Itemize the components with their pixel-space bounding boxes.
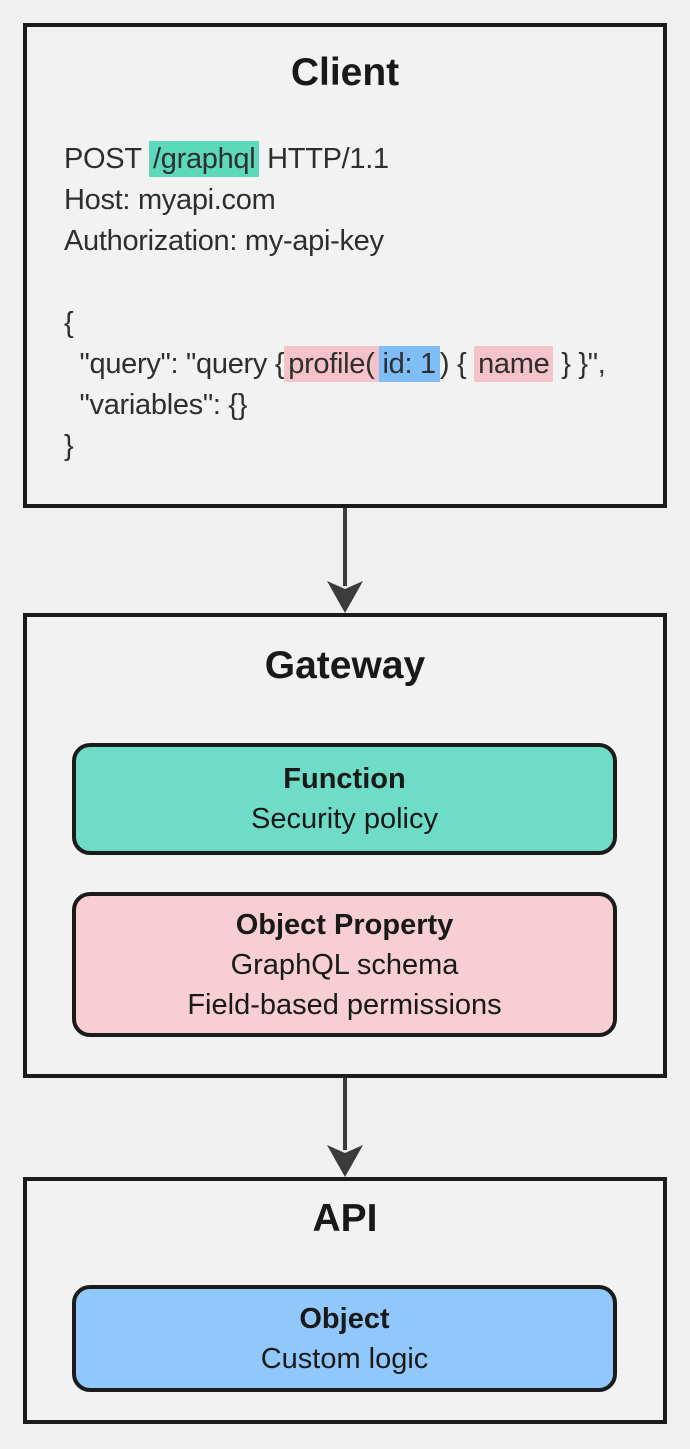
- function-card-line: Security policy: [251, 803, 438, 835]
- json-close-brace: }: [64, 430, 74, 462]
- json-variables-line: "variables": {}: [64, 389, 248, 421]
- object-property-card-line: Field-based permissions: [187, 988, 502, 1021]
- gateway-box: Gateway Function Security policy Object …: [23, 613, 667, 1078]
- json-query-line: "query": "query {profile(id: 1) { name }…: [64, 344, 653, 385]
- blank-line: [64, 262, 653, 303]
- gateway-box-title: Gateway: [264, 644, 426, 687]
- api-box-title: API: [312, 1197, 378, 1240]
- object-property-card-title: Object Property: [235, 908, 454, 941]
- function-card: Function Security policy: [72, 743, 617, 855]
- query-argument-highlight: id: 1: [378, 346, 440, 382]
- object-property-card-line: GraphQL schema: [230, 948, 459, 981]
- query-suffix: } }",: [553, 348, 606, 380]
- json-open-brace: {: [64, 307, 74, 339]
- authorization-header-line: Authorization: my-api-key: [64, 225, 384, 257]
- object-card-line: Custom logic: [260, 1342, 429, 1375]
- api-box: API Object Custom logic: [23, 1177, 667, 1424]
- arrow-client-to-gateway-icon: [323, 508, 367, 613]
- arrow-gateway-to-api-icon: [323, 1078, 367, 1177]
- http-request-code: POST /graphql HTTP/1.1 Host: myapi.com A…: [64, 139, 653, 467]
- object-property-card: Object Property GraphQL schema Field-bas…: [72, 892, 617, 1037]
- host-header-line: Host: myapi.com: [64, 184, 276, 216]
- client-box: Client POST /graphql HTTP/1.1 Host: myap…: [23, 23, 667, 508]
- function-card-title: Function: [283, 763, 406, 795]
- query-mid: ) {: [439, 348, 475, 380]
- request-method: POST: [64, 143, 149, 175]
- object-card-title: Object: [299, 1302, 390, 1335]
- query-selection-highlight: name: [474, 346, 554, 382]
- query-field-highlight: profile(: [284, 346, 379, 382]
- object-card: Object Custom logic: [72, 1285, 617, 1392]
- client-box-title: Client: [290, 51, 400, 94]
- query-prefix: "query": "query {: [64, 348, 285, 380]
- request-path-highlight: /graphql: [149, 141, 260, 177]
- request-protocol: HTTP/1.1: [259, 143, 389, 175]
- request-line: POST /graphql HTTP/1.1: [64, 139, 653, 180]
